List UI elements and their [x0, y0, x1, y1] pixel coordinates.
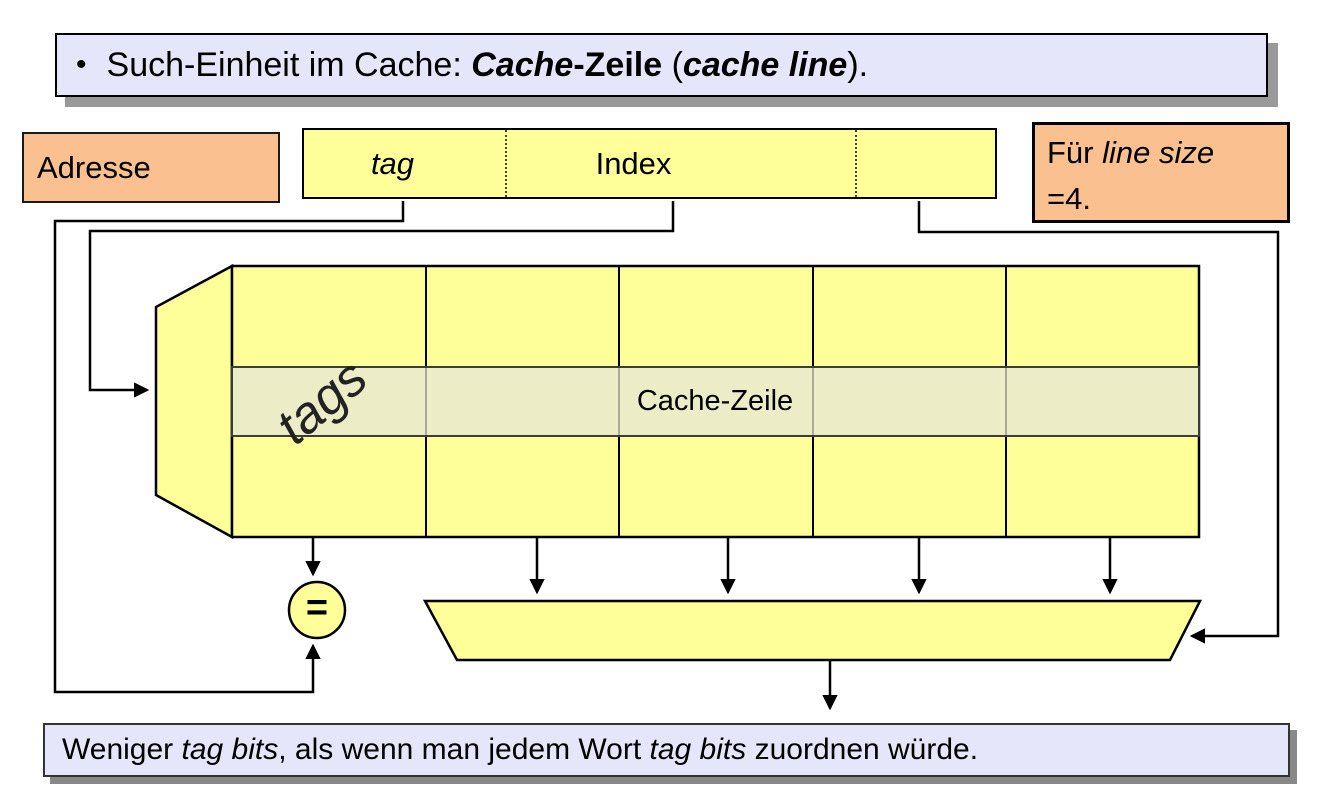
title-bullet: •	[76, 48, 87, 81]
address-bitfield-box: tag Index	[302, 128, 997, 199]
address-index-segment: Index	[505, 130, 855, 197]
index-field-label: Index	[595, 145, 672, 181]
multiplexer-shape	[422, 599, 1203, 662]
line-size-note-box: Für line size =4.	[1032, 122, 1290, 223]
address-label: Adresse	[37, 149, 151, 185]
index-connector-line	[88, 201, 675, 398]
bottom-text-1: Weniger	[62, 733, 182, 766]
bottom-text-3: , als wenn man jedem Wort	[278, 733, 650, 766]
note-text-italic: line size	[1102, 135, 1215, 170]
tag-store-shape	[154, 263, 234, 540]
title-text-zeile: -Zeile	[573, 45, 663, 84]
tags-label: tags	[265, 348, 379, 456]
title-box: • Such-Einheit im Cache: Cache-Zeile (cac…	[55, 33, 1268, 97]
address-tag-segment: tag	[304, 130, 505, 197]
title-text-paren-open: (	[662, 45, 683, 84]
title-text-regular: Such-Einheit im Cache:	[106, 45, 472, 84]
address-label-box: Adresse	[22, 132, 280, 203]
note-text-regular: Für	[1047, 135, 1103, 170]
tag-connector-line	[53, 201, 405, 694]
bottom-box: Weniger tag bits, als wenn man jedem Wor…	[43, 723, 1290, 777]
bottom-text-4: tag bits	[649, 733, 747, 766]
cache-line-label: Cache-Zeile	[636, 385, 794, 417]
offset-connector-line	[917, 201, 1280, 644]
bottom-text-5: zuordnen würde.	[746, 733, 979, 766]
tag-field-label: tag	[370, 145, 415, 181]
equals-symbol: =	[305, 587, 329, 629]
title-text-cacheline: cache line	[682, 45, 848, 84]
bottom-text-2: tag bits	[181, 733, 279, 766]
title-text-paren-close: ).	[847, 45, 869, 84]
address-offset-segment	[855, 130, 994, 197]
title-text-cache: Cache	[471, 45, 574, 84]
note-text-line2: =4.	[1047, 181, 1091, 216]
